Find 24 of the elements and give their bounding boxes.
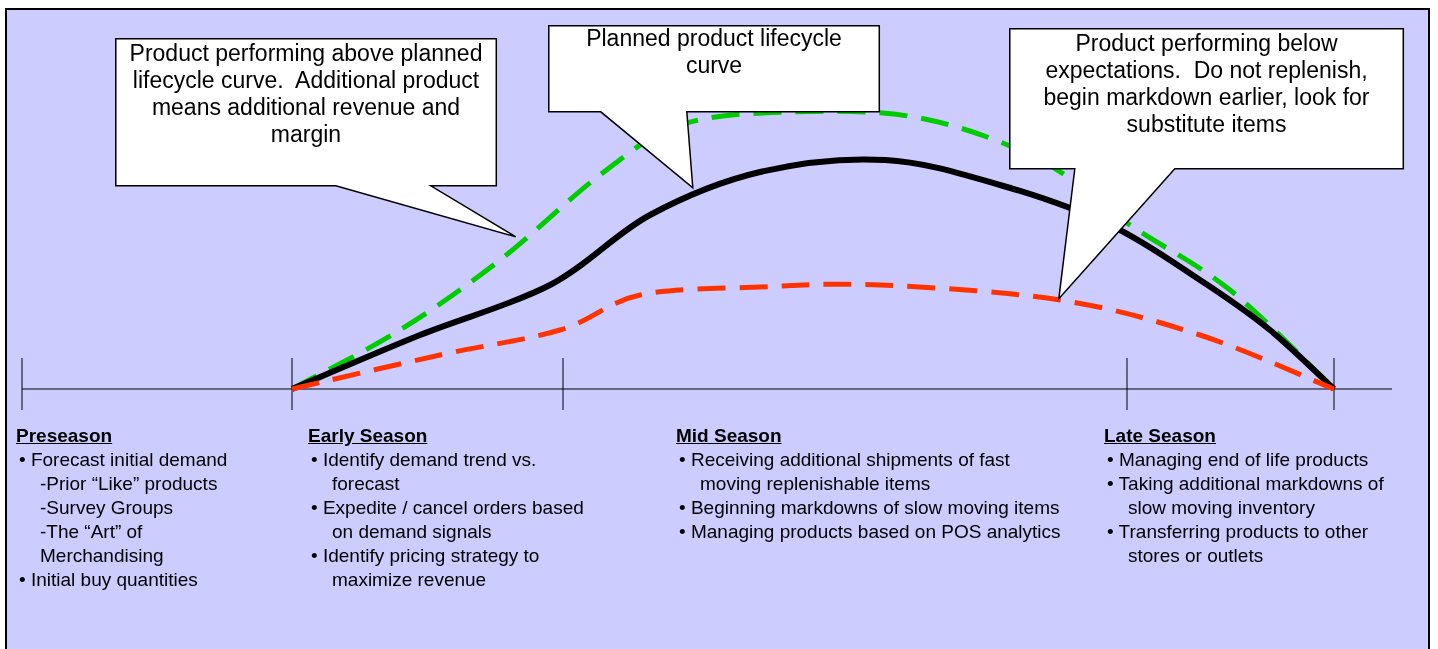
phase-heading: Late Season <box>1104 424 1217 448</box>
bullet-item: • Forecast initial demand <box>18 448 229 472</box>
bullet-item: • Receiving additional shipments of fast moving replenishable items <box>678 448 1011 496</box>
speech-bubble-callout <box>548 25 880 187</box>
bullet-item: • Beginning markdowns of slow moving items <box>678 496 1061 520</box>
phase-heading: Mid Season <box>676 424 783 448</box>
speech-bubble-callout <box>1009 28 1404 298</box>
speech-bubble-callout <box>115 38 515 236</box>
bullet-item: • Transferring products to other stores or outlets <box>1106 520 1370 568</box>
bullet-item: • Taking additional markdowns of slow moving inventory <box>1106 472 1385 520</box>
callout-text: Product performing below expectations. Do not replenish, begin markdown earlier, look for substitute items <box>1042 29 1371 139</box>
callout-text: Product performing above planned lifecycle curve. Additional product means additional revenue and margin <box>128 39 484 149</box>
bullet-item: • Identify pricing strategy to maximize revenue <box>310 544 541 592</box>
bullet-item: • Managing end of life products <box>1106 448 1370 472</box>
bullet-item: • Managing products based on POS analytics <box>678 520 1062 544</box>
phase-heading: Preseason <box>16 424 114 448</box>
sub-item: -The “Art” of Merchandising <box>40 520 165 568</box>
phase-heading: Early Season <box>308 424 429 448</box>
sub-item: -Prior “Like” products <box>40 472 219 496</box>
bullet-item: • Expedite / cancel orders based on demand signals <box>310 496 585 544</box>
sub-item: -Survey Groups <box>40 496 175 520</box>
callout-text: Planned product lifecycle curve <box>585 25 843 79</box>
bullet-item: • Initial buy quantities <box>18 568 199 592</box>
bullet-item: • Identify demand trend vs. forecast <box>310 448 538 496</box>
